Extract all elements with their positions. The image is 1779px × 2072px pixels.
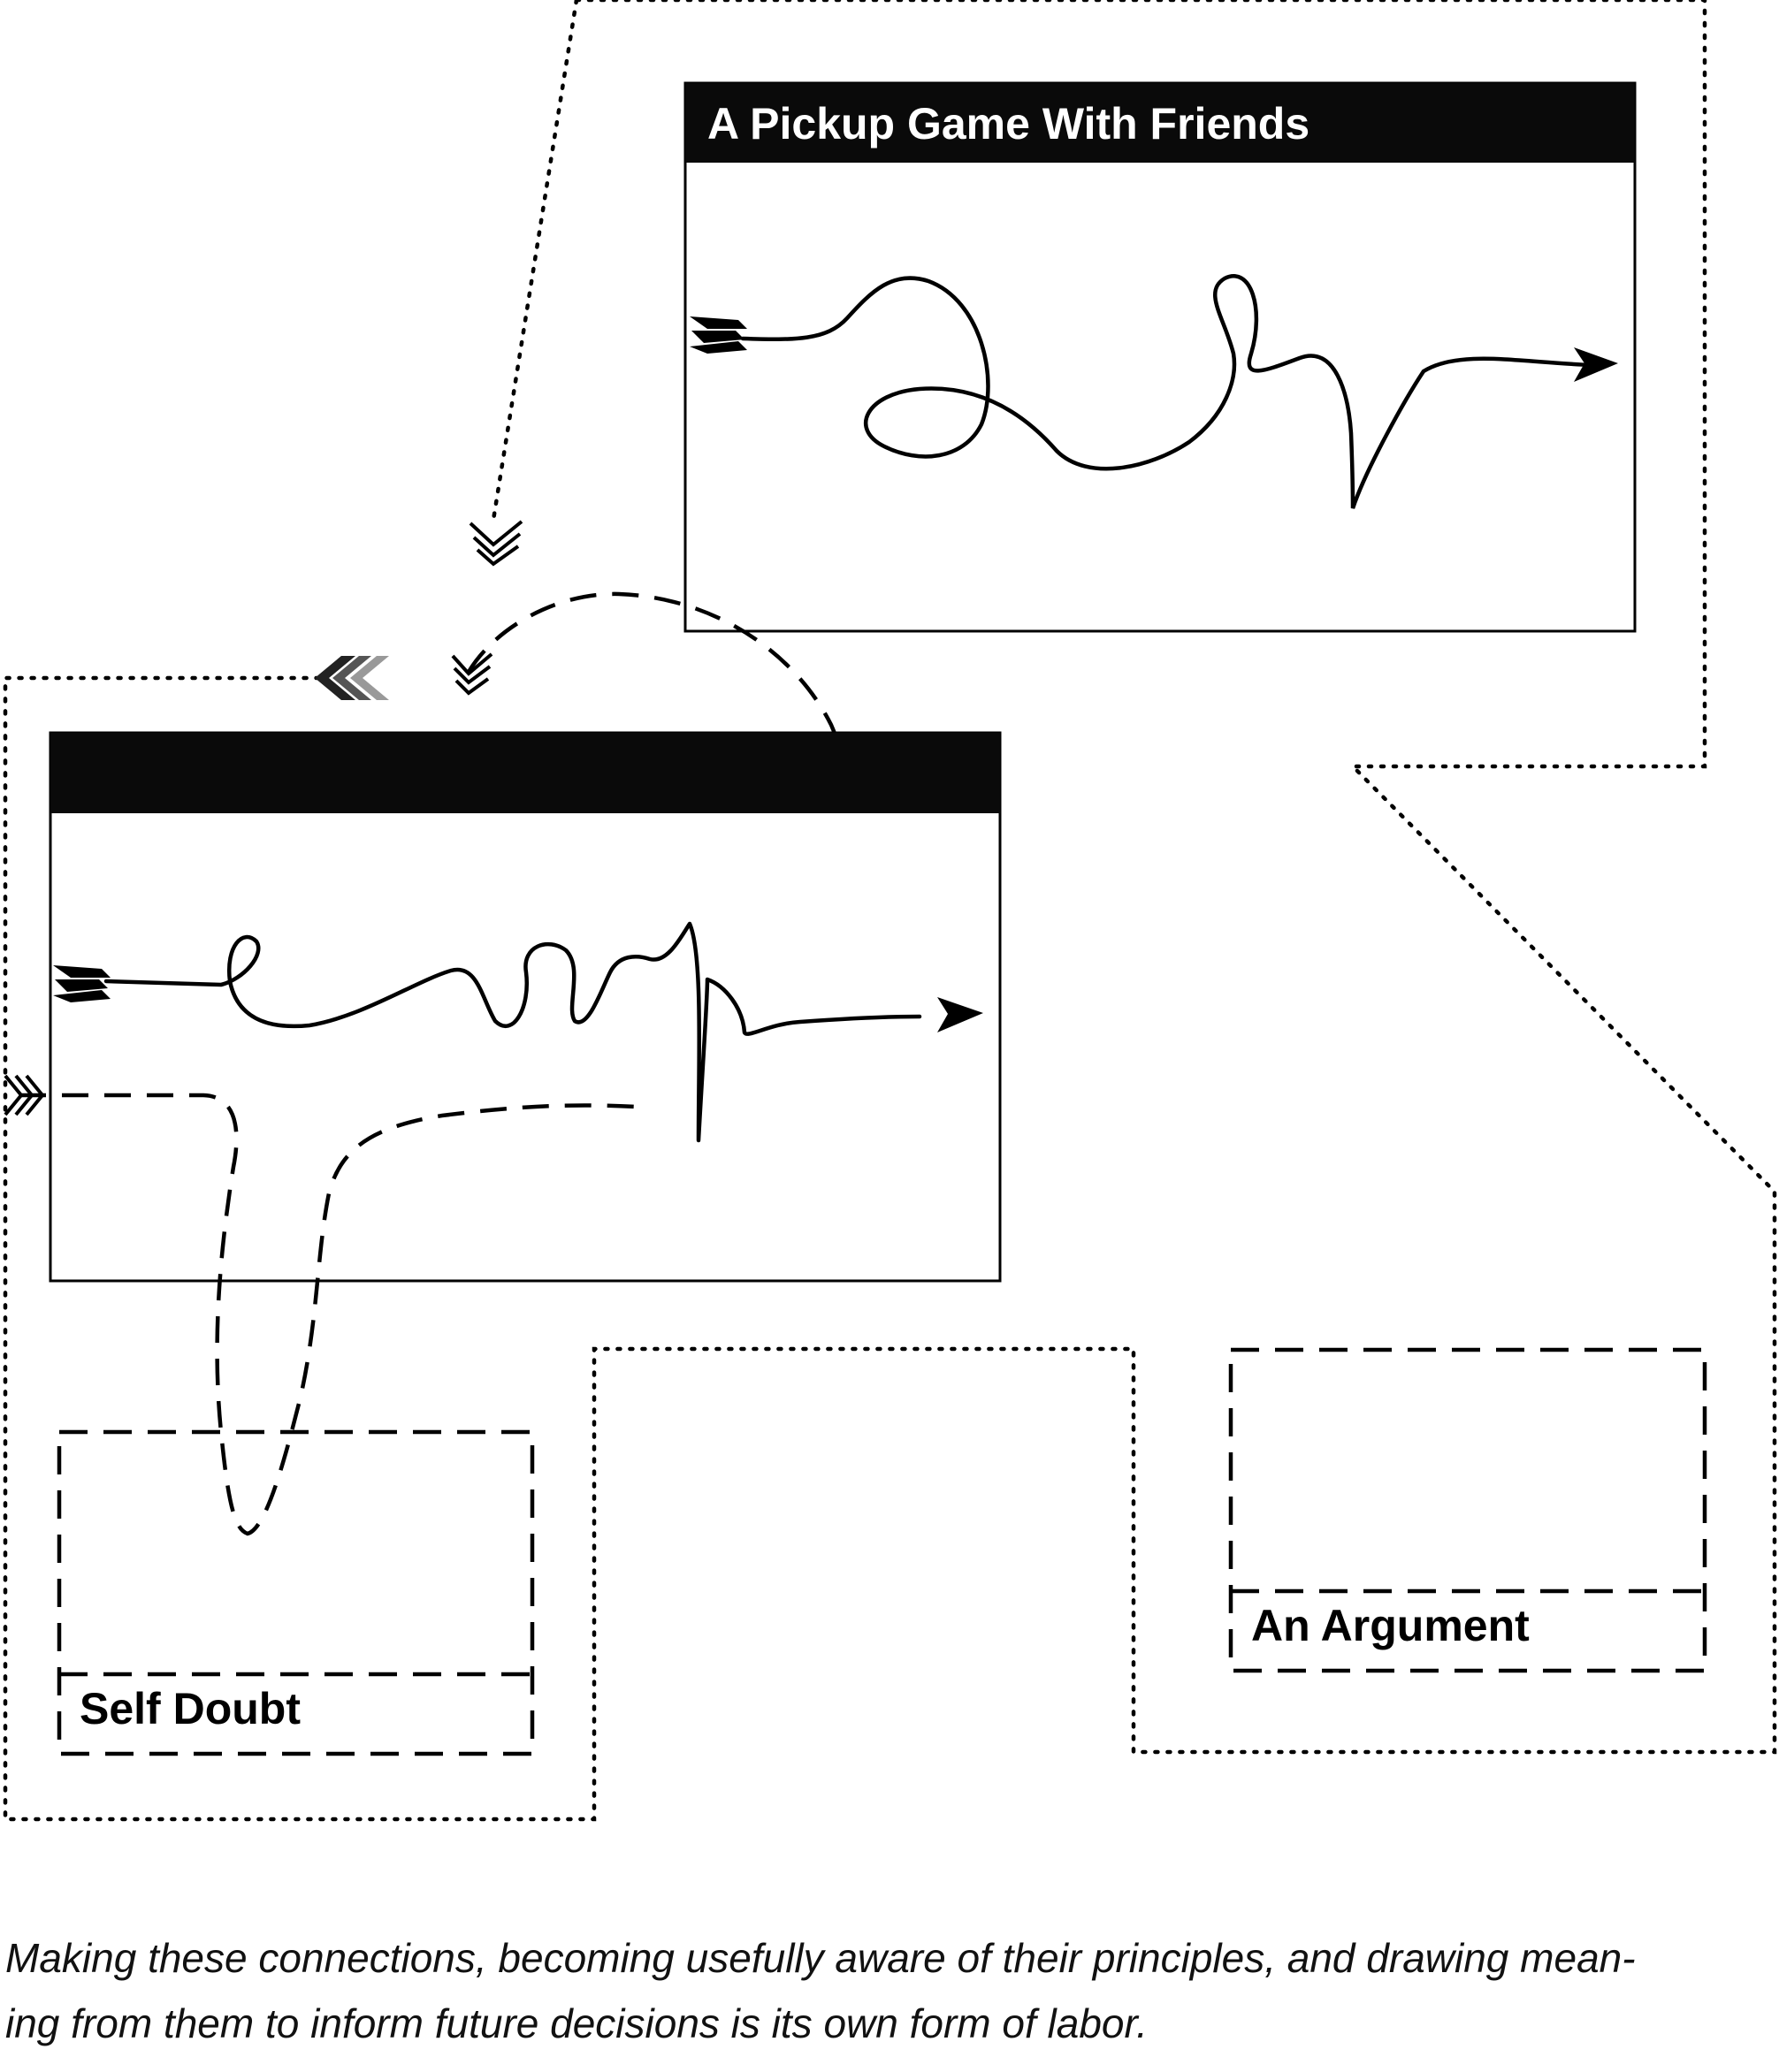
caption-line-1: Making these connections, becoming usefu…: [5, 1935, 1636, 1981]
box-left: [49, 731, 1002, 1283]
box-an-argument: An Argument: [1228, 1347, 1707, 1673]
box-left-title-bar: [50, 733, 1000, 813]
label-an-argument: An Argument: [1251, 1601, 1530, 1650]
arrowhead-icon: [1574, 347, 1618, 382]
box-self-doubt: Self Doubt: [57, 1429, 535, 1756]
chevron-down-icon: [469, 520, 523, 567]
chevron-down-icon: [451, 652, 493, 696]
arrowhead-icon: [937, 997, 983, 1032]
box-pickup-game-title: A Pickup Game With Friends: [707, 99, 1309, 149]
caption-line-2: ing from them to inform future decisions…: [5, 2000, 1148, 2046]
squiggle-path-left: [103, 921, 922, 1143]
squiggle-path-top: [740, 274, 1594, 509]
caption: Making these connections, becoming usefu…: [5, 1925, 1774, 2056]
arrow-fletching-icon: [690, 316, 747, 354]
box-pickup-game-title-bar: [685, 83, 1635, 163]
arrow-fletching-icon: [53, 965, 111, 1002]
box-pickup-game: A Pickup Game With Friends: [683, 81, 1637, 633]
dotted-region-upper: [3, 0, 1777, 1822]
chevron-left-icon: [315, 656, 389, 700]
chevron-right-icon: [4, 1074, 45, 1116]
label-self-doubt: Self Doubt: [80, 1684, 301, 1733]
dotted-connector-top: [491, 0, 579, 522]
